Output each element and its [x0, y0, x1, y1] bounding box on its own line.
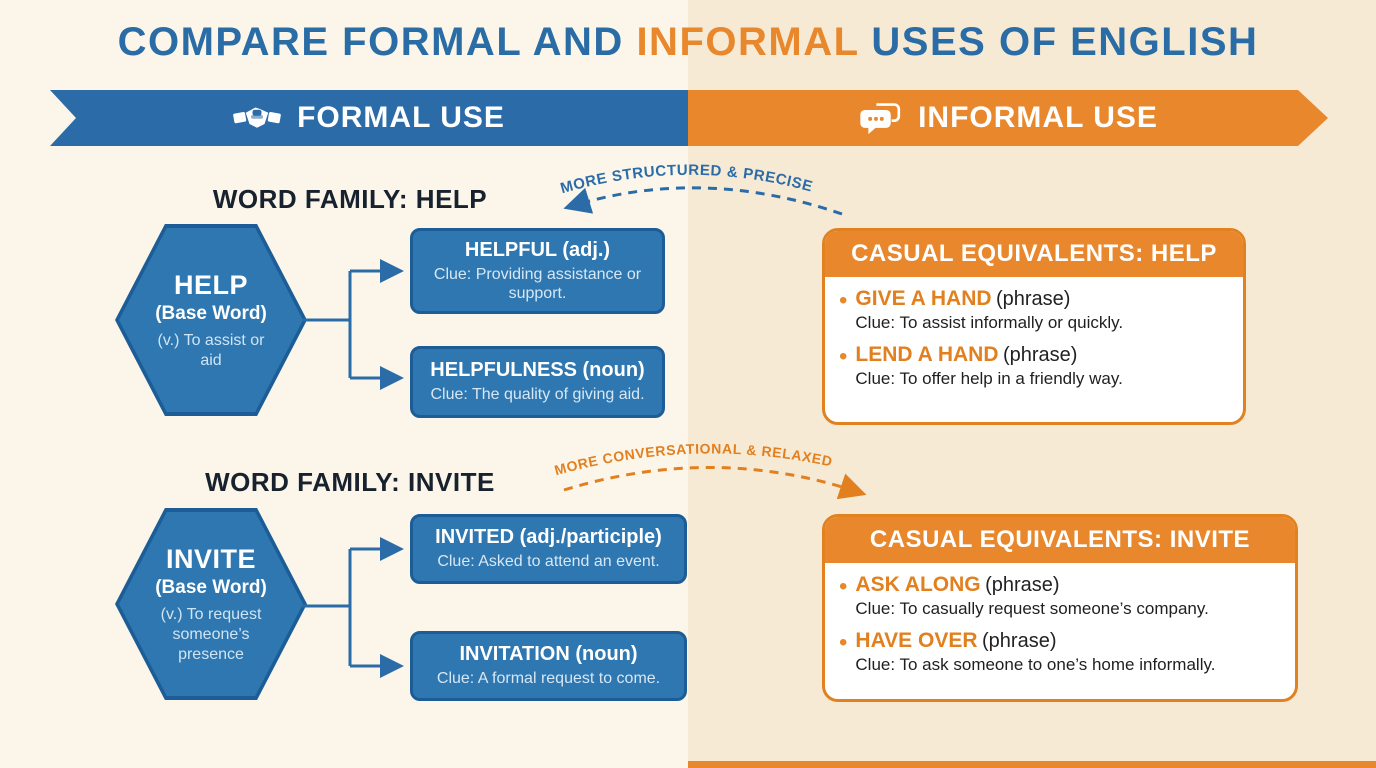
base-word-definition: (v.) To assist or aid [157, 331, 265, 369]
title-part-blue-1: COMPARE FORMAL AND [117, 20, 637, 64]
bottom-accent-strip [688, 761, 1376, 768]
phrase-clue: Clue: To offer help in a friendly way. [855, 369, 1123, 388]
informal-use-banner: INFORMAL USE [688, 90, 1328, 146]
base-word: INVITE [165, 543, 256, 574]
derived-word-box-helpfulness: HELPFULNESS (noun) Clue: The quality of … [410, 346, 665, 418]
card-header: CASUAL EQUIVALENTS: INVITE [825, 517, 1295, 563]
page-title: COMPARE FORMAL AND INFORMAL USES OF ENGL… [0, 20, 1376, 65]
phrase-type: (phrase) [982, 630, 1057, 652]
title-part-orange: INFORMAL [636, 20, 859, 64]
phrase-line: GIVE A HAND (phrase) [855, 287, 1123, 311]
formal-use-banner: FORMAL USE [50, 90, 688, 146]
list-item: • HAVE OVER (phrase) Clue: To ask someon… [839, 629, 1279, 675]
list-item: • GIVE A HAND (phrase) Clue: To assist i… [839, 287, 1227, 333]
phrase-text: HAVE OVER [855, 629, 978, 652]
informal-banner-label: INFORMAL USE [918, 101, 1158, 134]
phrase-clue: Clue: To ask someone to one’s home infor… [855, 655, 1216, 674]
phrase-text: LEND A HAND [855, 343, 999, 366]
list-item-content: HAVE OVER (phrase) Clue: To ask someone … [855, 629, 1215, 675]
card-body: • ASK ALONG (phrase) Clue: To casually r… [825, 563, 1295, 681]
list-item: • LEND A HAND (phrase) Clue: To offer he… [839, 343, 1227, 389]
base-word-subtitle: (Base Word) [155, 302, 267, 324]
bullet-icon: • [839, 343, 848, 370]
connector-lines-help [302, 259, 404, 390]
derived-word-box-invited: INVITED (adj./participle) Clue: Asked to… [410, 514, 687, 584]
title-part-blue-2: USES OF ENGLISH [858, 20, 1259, 64]
derived-word-box-invitation: INVITATION (noun) Clue: A formal request… [410, 631, 687, 701]
structured-precise-arrow: MORE STRUCTURED & PRECISE [559, 162, 843, 216]
list-item-content: ASK ALONG (phrase) Clue: To casually req… [855, 573, 1208, 619]
casual-equivalents-invite-card: CASUAL EQUIVALENTS: INVITE • ASK ALONG (… [822, 514, 1298, 702]
base-word-hexagon-help: HELP (Base Word) (v.) To assist or aid [115, 224, 307, 416]
phrase-line: HAVE OVER (phrase) [855, 629, 1215, 653]
base-word-hexagon-help-inner: HELP (Base Word) (v.) To assist or aid [119, 228, 303, 412]
formal-banner-label: FORMAL USE [297, 101, 505, 134]
conversational-relaxed-label: MORE CONVERSATIONAL & RELAXED [553, 440, 835, 478]
bullet-icon: • [839, 573, 848, 600]
speech-bubbles-icon [858, 101, 902, 135]
casual-equivalents-help-card: CASUAL EQUIVALENTS: HELP • GIVE A HAND (… [822, 228, 1246, 425]
bullet-icon: • [839, 629, 848, 656]
word-family-invite-heading: WORD FAMILY: INVITE [205, 467, 495, 497]
derived-word-clue: Clue: The quality of giving aid. [430, 386, 645, 404]
phrase-text: ASK ALONG [855, 573, 981, 596]
base-word: HELP [173, 269, 248, 300]
phrase-line: LEND A HAND (phrase) [855, 343, 1122, 367]
word-family-help-heading: WORD FAMILY: HELP [212, 184, 488, 214]
structured-precise-label: MORE STRUCTURED & PRECISE [559, 162, 815, 197]
bullet-icon: • [839, 287, 848, 314]
phrase-clue: Clue: To casually request someone’s comp… [855, 599, 1209, 618]
derived-word-title: HELPFUL (adj.) [464, 238, 611, 261]
derived-word-box-helpful: HELPFUL (adj.) Clue: Providing assistanc… [410, 228, 665, 314]
connector-lines-invite [302, 537, 404, 678]
derived-word-clue: Clue: Providing assistance or support. [433, 265, 642, 302]
phrase-type: (phrase) [1002, 344, 1078, 366]
derived-word-clue: Clue: A formal request to come. [436, 670, 661, 688]
phrase-clue: Clue: To assist informally or quickly. [855, 313, 1124, 332]
list-item-content: GIVE A HAND (phrase) Clue: To assist inf… [855, 287, 1123, 333]
base-word-definition: (v.) To request someone’s presence [160, 605, 262, 663]
derived-word-clue: Clue: Asked to attend an event. [437, 553, 660, 571]
base-word-hexagon-invite: INVITE (Base Word) (v.) To request someo… [115, 508, 307, 700]
derived-word-title: INVITED (adj./participle) [435, 526, 662, 549]
derived-word-title: INVITATION (noun) [459, 643, 638, 666]
derived-word-title: HELPFULNESS (noun) [430, 359, 645, 382]
card-body: • GIVE A HAND (phrase) Clue: To assist i… [825, 277, 1243, 395]
card-header: CASUAL EQUIVALENTS: HELP [825, 231, 1243, 277]
base-word-subtitle: (Base Word) [155, 576, 267, 598]
phrase-text: GIVE A HAND [855, 287, 992, 310]
list-item-content: LEND A HAND (phrase) Clue: To offer help… [855, 343, 1122, 389]
handshake-icon [233, 102, 281, 134]
list-item: • ASK ALONG (phrase) Clue: To casually r… [839, 573, 1279, 619]
phrase-type: (phrase) [995, 288, 1071, 310]
phrase-type: (phrase) [985, 574, 1060, 596]
base-word-hexagon-invite-inner: INVITE (Base Word) (v.) To request someo… [119, 512, 303, 696]
conversational-relaxed-arrow: MORE CONVERSATIONAL & RELAXED [553, 440, 867, 500]
phrase-line: ASK ALONG (phrase) [855, 573, 1208, 597]
